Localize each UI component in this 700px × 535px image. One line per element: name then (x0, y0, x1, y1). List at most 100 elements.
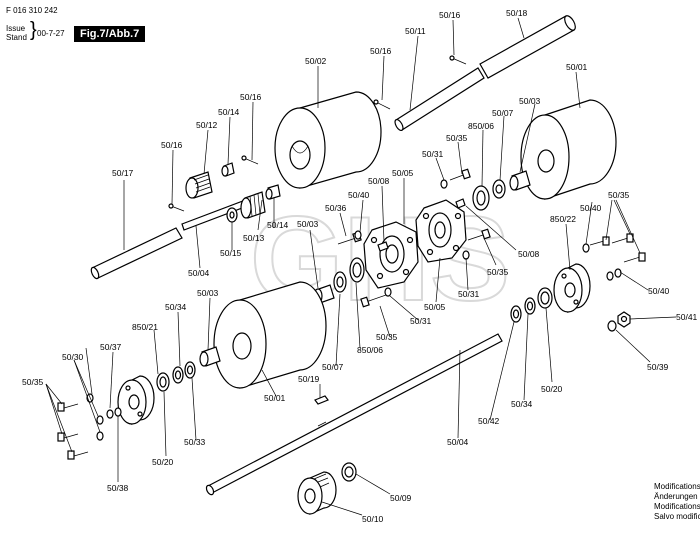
label-50-40-right: 50/40 (648, 286, 670, 296)
roller-50-01-top (520, 99, 617, 200)
label-50-31-upper: 50/31 (422, 149, 444, 159)
ring-850-06-mid (349, 257, 365, 283)
label-50-01-bottom: 50/01 (264, 393, 286, 403)
label-50-05-lower: 50/05 (424, 302, 446, 312)
label-850-06-mid: 850/06 (357, 345, 383, 355)
label-50-40-right-top: 50/40 (580, 203, 602, 213)
washer-50-42 (510, 305, 522, 323)
screw-50-35-upper-mid (449, 168, 471, 181)
washer-50-40-mid (354, 230, 362, 240)
gear-50-12 (185, 171, 213, 199)
screw-50-35-lower-mid (360, 294, 387, 308)
modifications-line-en: Modifications (654, 482, 700, 491)
key-50-19 (314, 395, 329, 405)
label-50-03-lower: 50/03 (197, 288, 219, 298)
label-50-41: 50/41 (676, 312, 698, 322)
bearing-50-20-left (156, 372, 170, 392)
label-50-42: 50/42 (478, 416, 500, 426)
label-850-22: 850/22 (550, 214, 576, 224)
ring-50-09 (341, 462, 357, 482)
label-50-31-right: 50/31 (458, 289, 480, 299)
label-50-07-upper: 50/07 (492, 108, 514, 118)
modifications-line-it: Salvo modifiche (654, 512, 700, 521)
label-50-34-left: 50/34 (165, 302, 187, 312)
label-50-35-right: 50/35 (608, 190, 630, 200)
roller-50-01-bottom (213, 281, 327, 389)
label-50-13: 50/13 (243, 233, 265, 243)
label-50-12: 50/12 (196, 120, 218, 130)
washer-50-37 (106, 409, 114, 419)
bearing-housing-850-22 (553, 263, 591, 313)
pin-50-16-left (241, 155, 259, 165)
label-50-20-right: 50/20 (541, 384, 563, 394)
label-850-06-upper: 850/06 (468, 121, 494, 131)
stand-label: Stand (6, 33, 27, 42)
label-50-08-left: 50/08 (368, 176, 390, 186)
label-50-08-right: 50/08 (518, 249, 540, 259)
shaft-50-04-lower (205, 333, 503, 496)
pin-50-16-lower (168, 203, 185, 212)
label-50-16-mid: 50/16 (370, 46, 392, 56)
header-block: F 016 310 242 Issue Stand } 00-7-27 Fig.… (0, 0, 200, 50)
label-50-07-mid: 50/07 (322, 362, 344, 372)
shaft-50-17 (90, 227, 183, 280)
screw-group-50-35-left (57, 402, 89, 460)
label-50-39: 50/39 (647, 362, 669, 372)
washer-50-07-mid (333, 271, 347, 293)
washer-50-31-lower (384, 287, 392, 297)
washer-50-07-upper (492, 179, 506, 199)
label-50-35-right-mid: 50/35 (487, 267, 509, 277)
label-50-19: 50/19 (298, 374, 320, 384)
part-50-08-right (455, 198, 466, 209)
bushing-50-03-lower (199, 346, 221, 367)
roller-50-02 (274, 91, 382, 189)
washer-50-31-upper (440, 179, 448, 189)
label-50-04-upper: 50/04 (188, 268, 210, 278)
label-50-01-top: 50/01 (566, 62, 588, 72)
modifications-line-fr: Modifications (654, 502, 700, 511)
bearing-housing-850-21 (117, 375, 155, 425)
flange-50-05-left (363, 221, 419, 289)
label-50-16-lower: 50/16 (161, 140, 183, 150)
issue-date: 00-7-27 (37, 29, 65, 38)
label-50-38: 50/38 (107, 483, 129, 493)
bearing-50-20-right (537, 287, 553, 309)
label-50-33: 50/33 (184, 437, 206, 447)
label-50-03-mid: 50/03 (297, 219, 319, 229)
screw-group-50-35-right (589, 233, 646, 263)
bushing-50-14-mid (265, 184, 281, 200)
gear-wheel-50-10 (297, 471, 337, 515)
washer-50-34-left (172, 366, 184, 384)
bushing-50-03-upper (509, 170, 531, 191)
modifications-line-de: Änderungen (654, 492, 698, 501)
label-50-40-mid: 50/40 (348, 190, 370, 200)
label-50-31-lower: 50/31 (410, 316, 432, 326)
label-50-14-top: 50/14 (218, 107, 240, 117)
knurled-part-50-13 (240, 191, 266, 219)
brace-icon: } (30, 19, 37, 41)
washer-group-50-30-left (86, 393, 104, 441)
label-50-04-lower: 50/04 (447, 437, 469, 447)
label-50-11: 50/11 (405, 26, 426, 36)
leader-lines (45, 17, 677, 516)
bushing-50-14-top (221, 162, 235, 177)
label-850-21: 850/21 (132, 322, 158, 332)
label-50-18: 50/18 (506, 8, 528, 18)
flange-50-05-right (415, 199, 467, 263)
label-50-09: 50/09 (390, 493, 412, 503)
label-50-17: 50/17 (112, 168, 134, 178)
label-50-35-upper: 50/35 (446, 133, 468, 143)
tube-50-18 (394, 15, 576, 132)
issue-label: Issue (6, 24, 26, 33)
label-50-03-upper: 50/03 (519, 96, 541, 106)
nut-50-41 (617, 311, 631, 328)
label-50-15: 50/15 (220, 248, 242, 258)
label-50-34-right: 50/34 (511, 399, 533, 409)
label-50-37: 50/37 (100, 342, 122, 352)
washer-50-31-right (462, 250, 470, 260)
screw-50-35-right-mid (467, 228, 491, 241)
washer-group-50-40-right (582, 243, 622, 281)
ring-850-06-upper (472, 185, 490, 211)
label-50-30: 50/30 (62, 352, 84, 362)
